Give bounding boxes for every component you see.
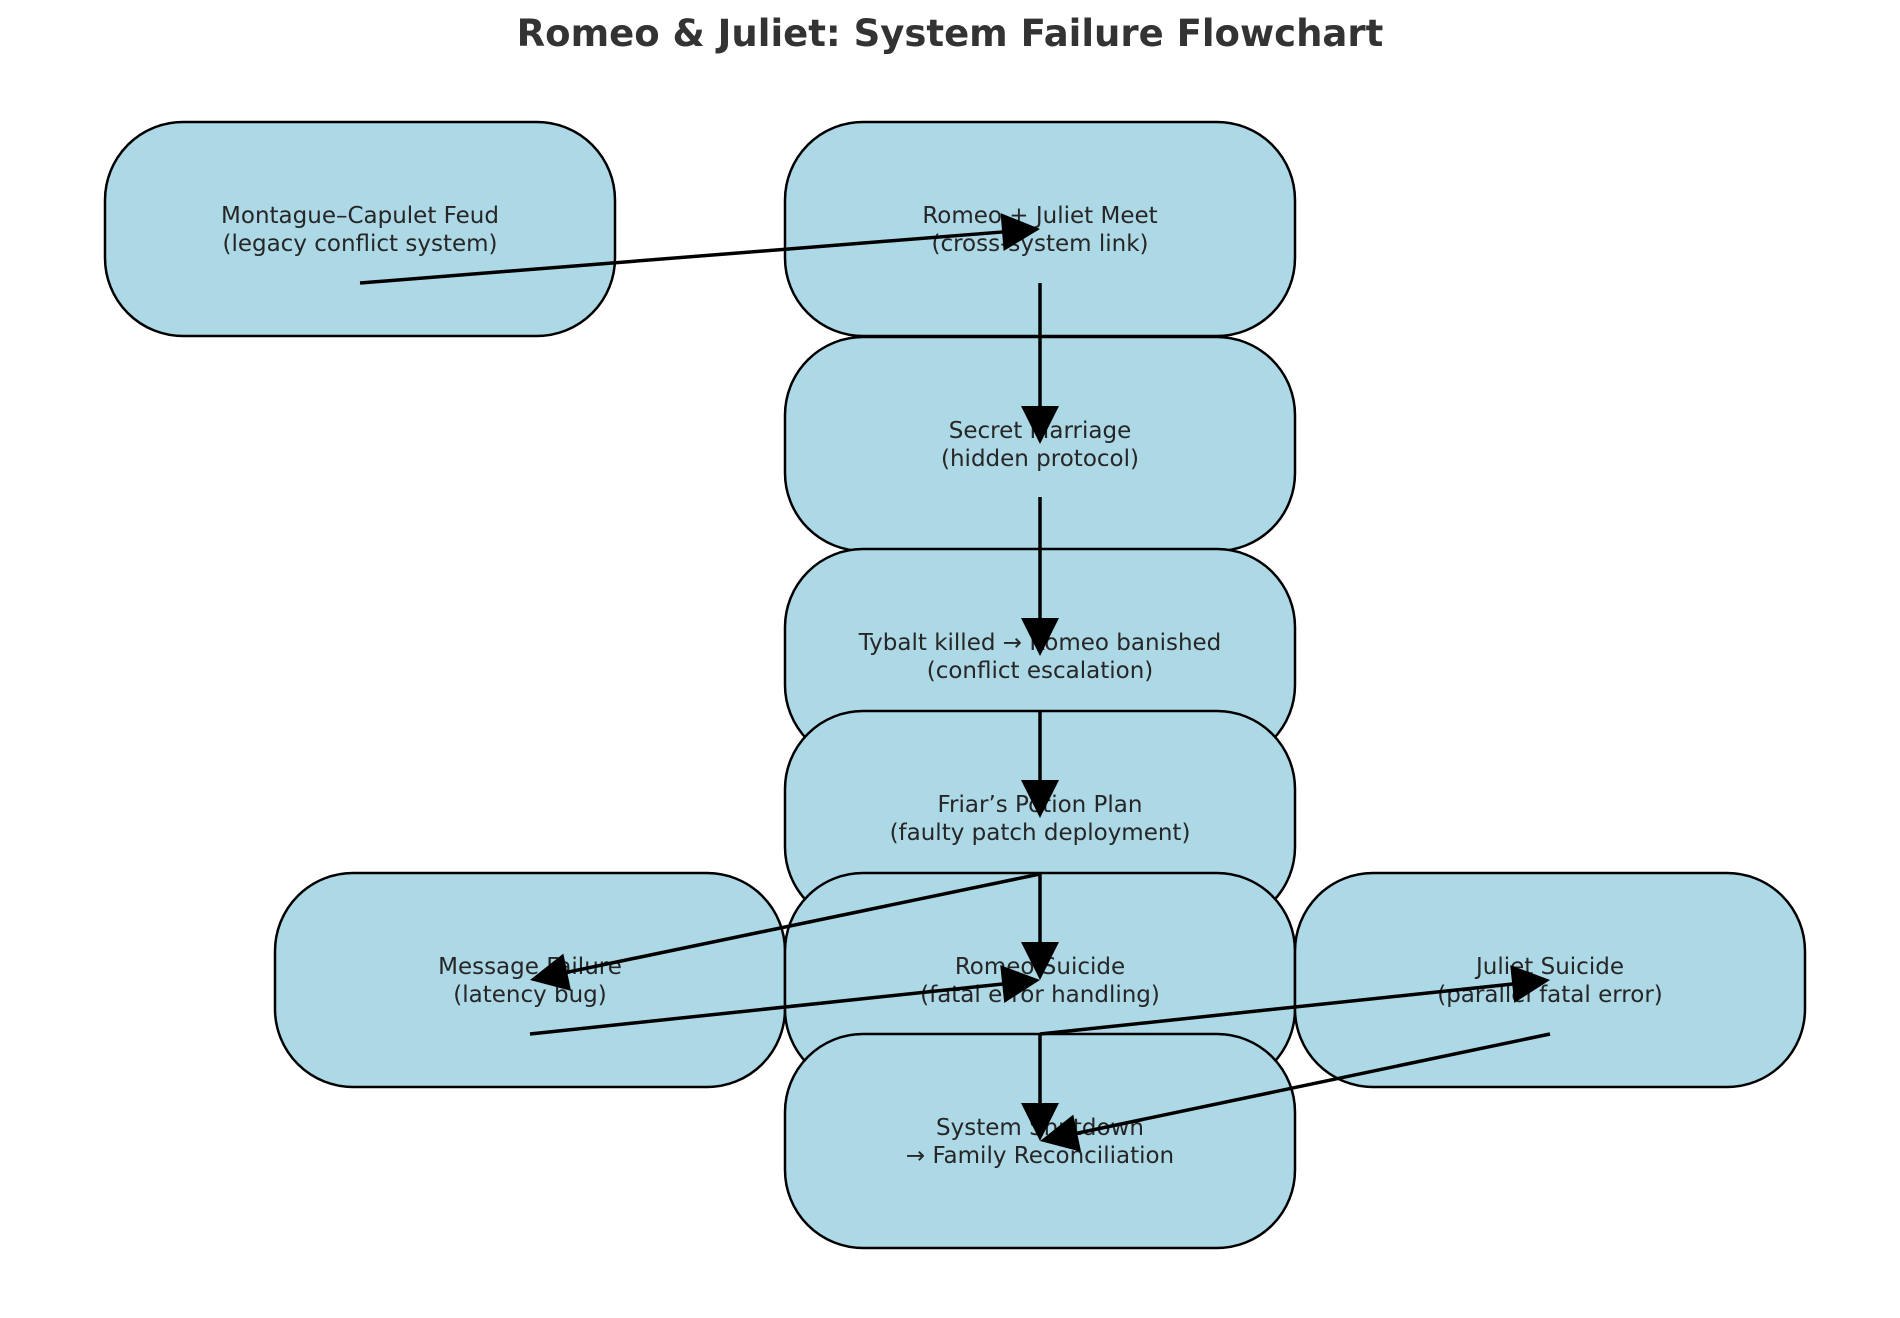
diagram-title: Romeo & Juliet: System Failure Flowchart [516,12,1384,55]
edge-line [562,872,1041,975]
edge-romeo-suicide-to-shutdown [1021,1034,1059,1141]
edge-line [529,981,1007,1036]
node-label-line2: (parallel fatal error) [1437,982,1663,1008]
edge-potion-to-romeo-suicide [1021,874,1059,980]
node-label-line2: (latency bug) [453,982,607,1008]
node-label-line2: (conflict escalation) [927,658,1154,684]
edge-line [359,229,1007,285]
edge-message-to-romeo-suicide [529,965,1040,1036]
nodes-layer: Montague–Capulet Feud(legacy conflict sy… [103,120,1807,1250]
node-box [103,120,617,338]
arrowhead-icon [1040,1114,1082,1152]
edge-romeo-suicide-to-juliet-suicide [1039,965,1550,1036]
node-label-line2: (fatal error handling) [920,982,1160,1008]
arrowhead-icon [1510,965,1550,1003]
arrowhead-icon [1021,780,1059,818]
node-label-line1: Romeo + Juliet Meet [922,203,1157,229]
arrowhead-icon [530,953,572,991]
node-label-line2: (legacy conflict system) [222,231,497,257]
edge-feud-to-meet [359,213,1040,285]
arrowhead-icon [1000,213,1040,251]
edge-line [1072,1032,1551,1136]
edges-layer [359,213,1551,1152]
edge-marriage-to-tybalt [1021,497,1059,656]
node-label-line1: Montague–Capulet Feud [221,203,499,229]
edge-juliet-suicide-to-shutdown [1040,1032,1551,1152]
node-feud: Montague–Capulet Feud(legacy conflict sy… [103,120,617,338]
edge-meet-to-marriage [1021,283,1059,444]
arrowhead-icon [1021,942,1059,980]
edge-line [1039,981,1517,1036]
node-label-line2: (faulty patch deployment) [890,820,1191,846]
arrowhead-icon [1021,406,1059,444]
node-label-line2: (hidden protocol) [941,446,1139,472]
node-label-line1: Juliet Suicide [1474,954,1624,980]
arrowhead-icon [1021,1103,1059,1141]
edge-tybalt-to-potion [1021,712,1059,818]
node-label-line2: → Family Reconciliation [906,1143,1174,1169]
edge-potion-to-message [530,872,1041,991]
arrowhead-icon [1021,618,1059,656]
arrowhead-icon [1000,965,1040,1003]
